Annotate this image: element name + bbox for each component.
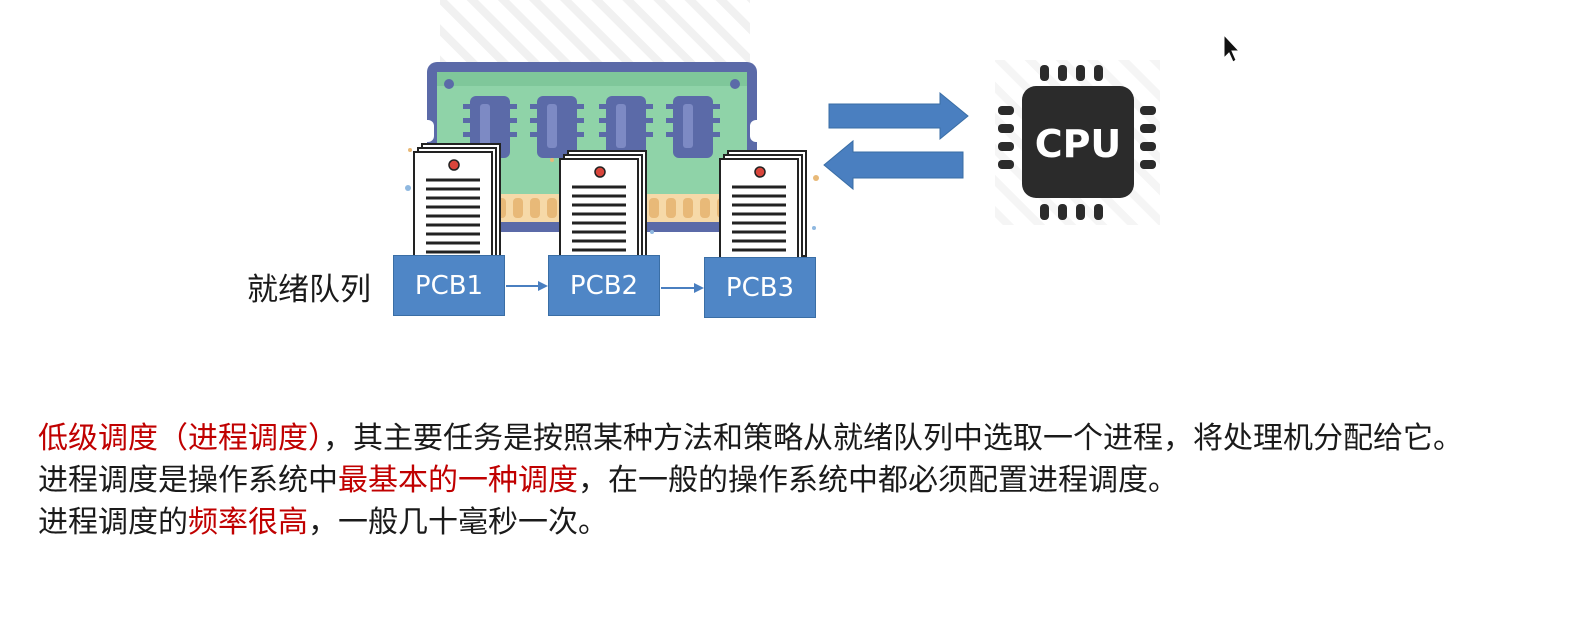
queue-link-arrow-2	[661, 283, 704, 293]
pcb-document-icon-3	[719, 150, 807, 265]
mouse-cursor-icon	[1223, 33, 1241, 63]
highlight-most-basic: 最基本的一种调度	[338, 463, 578, 498]
description-text: 低级调度（进程调度），其主要任务是按照某种方法和策略从就绪队列中选取一个进程，将…	[38, 418, 1558, 544]
dispatch-arrow-right-icon	[828, 91, 969, 141]
frequency-text-pre: 进程调度的	[38, 505, 188, 540]
paragraph-importance: 进程调度是操作系统中最基本的一种调度，在一般的操作系统中都必须配置进程调度。	[38, 460, 1558, 502]
diagram-canvas: CPU	[405, 0, 1241, 293]
importance-text-post: ，在一般的操作系统中都必须配置进程调度。	[578, 463, 1178, 498]
highlight-high-frequency: 频率很高	[188, 505, 308, 540]
definition-text: ，其主要任务是按照某种方法和策略从就绪队列中选取一个进程，将处理机分配给它。	[323, 421, 1463, 456]
ready-queue-label: 就绪队列	[247, 272, 371, 308]
cpu-label: CPU	[1035, 122, 1122, 166]
queue-link-arrow-1	[506, 281, 548, 291]
paragraph-definition: 低级调度（进程调度），其主要任务是按照某种方法和策略从就绪队列中选取一个进程，将…	[38, 418, 1558, 460]
paragraph-frequency: 进程调度的频率很高，一般几十毫秒一次。	[38, 502, 1558, 544]
pcb-document-icon-1	[413, 143, 501, 265]
term-low-level-scheduling: 低级调度（进程调度）	[38, 421, 323, 456]
cpu-chip-icon	[998, 65, 1156, 220]
return-arrow-left-icon	[823, 139, 964, 191]
frequency-text-post: ，一般几十毫秒一次。	[308, 505, 608, 540]
pcb-box-2: PCB2	[548, 255, 660, 316]
pcb-document-icon-2	[559, 150, 647, 265]
pcb-box-3: PCB3	[704, 257, 816, 318]
importance-text-pre: 进程调度是操作系统中	[38, 463, 338, 498]
pcb-box-1: PCB1	[393, 255, 505, 316]
